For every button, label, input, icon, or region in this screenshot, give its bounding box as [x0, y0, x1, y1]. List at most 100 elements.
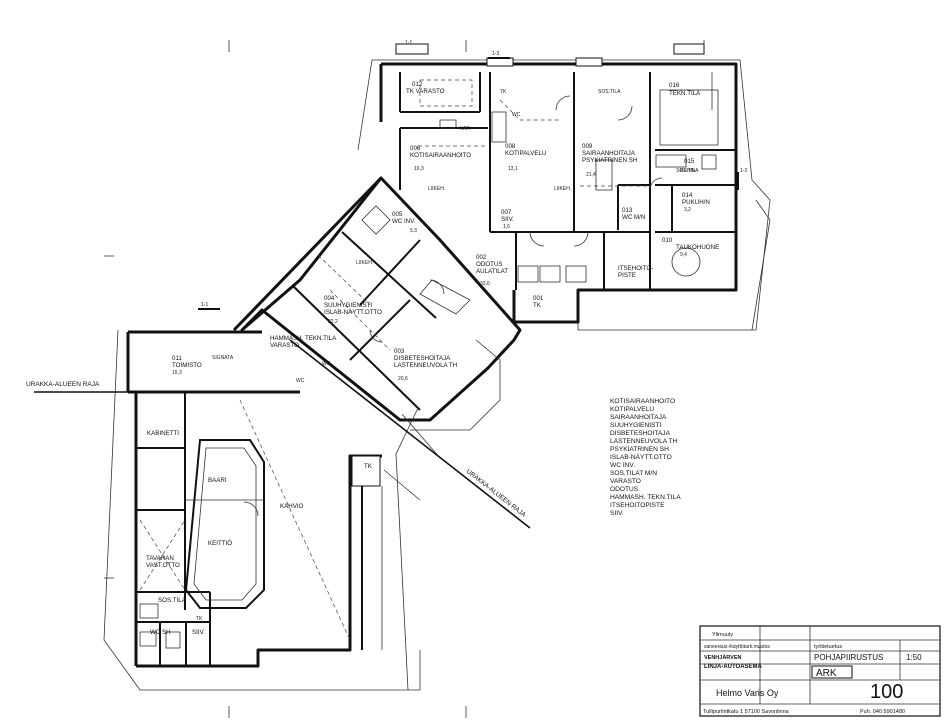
- svg-text:012: 012: [412, 81, 423, 88]
- room-label: WC SH: [150, 629, 171, 636]
- svg-text:006: 006: [410, 145, 421, 152]
- svg-text:PISTE: PISTE: [618, 272, 636, 279]
- svg-text:014: 014: [682, 192, 693, 199]
- svg-text:WC: WC: [296, 378, 305, 384]
- svg-text:20,6: 20,6: [398, 376, 408, 382]
- svg-text:9,4: 9,4: [680, 252, 687, 258]
- svg-text:TK: TK: [196, 616, 203, 622]
- room-label: BAARI: [208, 477, 227, 484]
- svg-text:LIIKEH.: LIIKEH.: [356, 260, 373, 266]
- annotations: LIIKEH. LIIKEH. LIIKEH. WC WC SOS.TILA V…: [196, 89, 696, 622]
- room-area: 15,3: [172, 370, 182, 376]
- room-label: 008: [505, 143, 516, 150]
- room-label: TK VARASTO: [406, 88, 445, 95]
- company-name: Helmo Varis Oy: [716, 688, 779, 698]
- svg-text:1,6: 1,6: [503, 224, 510, 230]
- legend-item: LASTENNEUVOLA TH: [610, 438, 678, 445]
- boundary-label: URAKKA-ALUEEN RAJA: [26, 381, 100, 388]
- svg-text:009: 009: [582, 143, 593, 150]
- legend-item: SUUHYGIENISTI: [610, 422, 661, 429]
- room-label: 012: [412, 81, 423, 88]
- svg-text:TAVARAN: TAVARAN: [146, 555, 174, 562]
- room-area: 9,4: [680, 252, 687, 258]
- room-area: 13,1: [508, 166, 518, 172]
- svg-text:LASTENNEUVOLA TH: LASTENNEUVOLA TH: [394, 362, 457, 369]
- room-label: SIIV.: [192, 629, 205, 636]
- svg-text:ODOTUS: ODOTUS: [476, 261, 502, 268]
- room-label: 014: [682, 192, 693, 199]
- legend-item: SIIV.: [610, 510, 624, 517]
- svg-text:TOIMISTO: TOIMISTO: [172, 362, 202, 369]
- room-label: AULATILAT: [476, 268, 508, 275]
- svg-text:WC: WC: [322, 361, 331, 367]
- svg-text:010: 010: [662, 237, 673, 244]
- room-label: SOS.TILA: [158, 597, 187, 604]
- svg-text:PUKUH/N: PUKUH/N: [682, 199, 710, 206]
- room-label: TOIMISTO: [172, 362, 202, 369]
- svg-text:SUUHYGIENISTI: SUUHYGIENISTI: [610, 422, 661, 429]
- room-label: KEITTIÖ: [208, 540, 232, 547]
- svg-text:TEKN.TILA: TEKN.TILA: [669, 90, 701, 97]
- svg-text:ODOTUS: ODOTUS: [610, 486, 639, 493]
- svg-text:LASTENNEUVOLA TH: LASTENNEUVOLA TH: [610, 438, 678, 445]
- svg-text:SOS.TILAT M/N: SOS.TILAT M/N: [610, 470, 657, 477]
- svg-text:22,2: 22,2: [328, 319, 338, 325]
- svg-text:LIIKEH.: LIIKEH.: [428, 186, 445, 192]
- svg-text:004: 004: [324, 295, 335, 302]
- room-label: KOTIPALVELU: [505, 150, 546, 157]
- svg-text:002: 002: [476, 254, 487, 261]
- svg-text:VAST.OTTO: VAST.OTTO: [146, 562, 180, 569]
- svg-text:013: 013: [622, 207, 633, 214]
- room-label: ODOTUS: [476, 261, 502, 268]
- room-area: 33,6: [480, 281, 490, 287]
- svg-text:WC INV.: WC INV.: [392, 218, 416, 225]
- phone: Puh. 040 5901480: [860, 709, 905, 715]
- room-label: PUKUH/N: [682, 199, 710, 206]
- room-label: LASTENNEUVOLA TH: [394, 362, 457, 369]
- section-marker: 1-1: [201, 302, 208, 308]
- room-label: VARASTO: [270, 342, 299, 349]
- svg-text:TAUKOHUONE: TAUKOHUONE: [676, 244, 719, 251]
- svg-text:HAMMASH. TEKN.TILA: HAMMASH. TEKN.TILA: [610, 494, 681, 501]
- drawing-name: POHJAPIIRUSTUS: [814, 653, 883, 662]
- room-area: 20,6: [398, 376, 408, 382]
- room-area: 16,3: [414, 166, 424, 172]
- room-label: SIIV.: [501, 216, 514, 223]
- room-label: SAIRAANHOITAJA: [582, 150, 636, 157]
- svg-text:BAARI: BAARI: [208, 477, 227, 484]
- svg-text:SIIV.: SIIV.: [501, 216, 514, 223]
- svg-text:WC M/N: WC M/N: [622, 214, 645, 221]
- svg-text:AULATILAT: AULATILAT: [476, 268, 508, 275]
- room-area: 22,2: [328, 319, 338, 325]
- svg-text:ISLAB-NÄYTT.OTTO: ISLAB-NÄYTT.OTTO: [610, 453, 672, 461]
- room-label: TAUKOHUONE: [676, 244, 719, 251]
- svg-text:001: 001: [533, 295, 544, 302]
- section-marker: 1-1: [405, 40, 412, 46]
- legend-item: SAIRAANHOITAJA: [610, 414, 667, 421]
- room-label: ISLAB-NÄYTT.OTTO: [324, 309, 382, 316]
- drawing-type: työtietuetus: [814, 644, 842, 650]
- svg-text:ITSEHOITO-: ITSEHOITO-: [618, 265, 653, 272]
- room-legend: KOTISAIRAANHOITO KOTIPALVELU SAIRAANHOIT…: [610, 398, 681, 517]
- room-label: 006: [410, 145, 421, 152]
- room-label: 004: [324, 295, 335, 302]
- room-label: 010: [662, 237, 673, 244]
- svg-text:KOTIPALVELU: KOTIPALVELU: [610, 406, 654, 413]
- svg-text:SIGNATA: SIGNATA: [212, 355, 234, 361]
- room-label: PISTE: [618, 272, 636, 279]
- svg-text:WC INV.: WC INV.: [610, 462, 635, 469]
- contract-boundary: [34, 339, 531, 529]
- svg-text:011: 011: [172, 355, 182, 362]
- svg-text:SOS.TILA: SOS.TILA: [598, 89, 621, 95]
- svg-text:KABINETTI: KABINETTI: [147, 430, 179, 437]
- room-label: DISBETESHOITAJA: [394, 355, 451, 362]
- svg-text:SIIV.: SIIV.: [610, 510, 624, 517]
- svg-text:KOTIPALVELU: KOTIPALVELU: [505, 150, 546, 157]
- svg-text:TK VARASTO: TK VARASTO: [406, 88, 445, 95]
- room-label: ITSEHOITO-: [618, 265, 653, 272]
- room-label: 011: [172, 355, 182, 362]
- legend-item: DISBETESHOITAJA: [610, 430, 671, 437]
- svg-text:WC SH: WC SH: [150, 629, 171, 636]
- room-label: 009: [582, 143, 593, 150]
- svg-text:SUUHYGIENISTI: SUUHYGIENISTI: [324, 302, 372, 309]
